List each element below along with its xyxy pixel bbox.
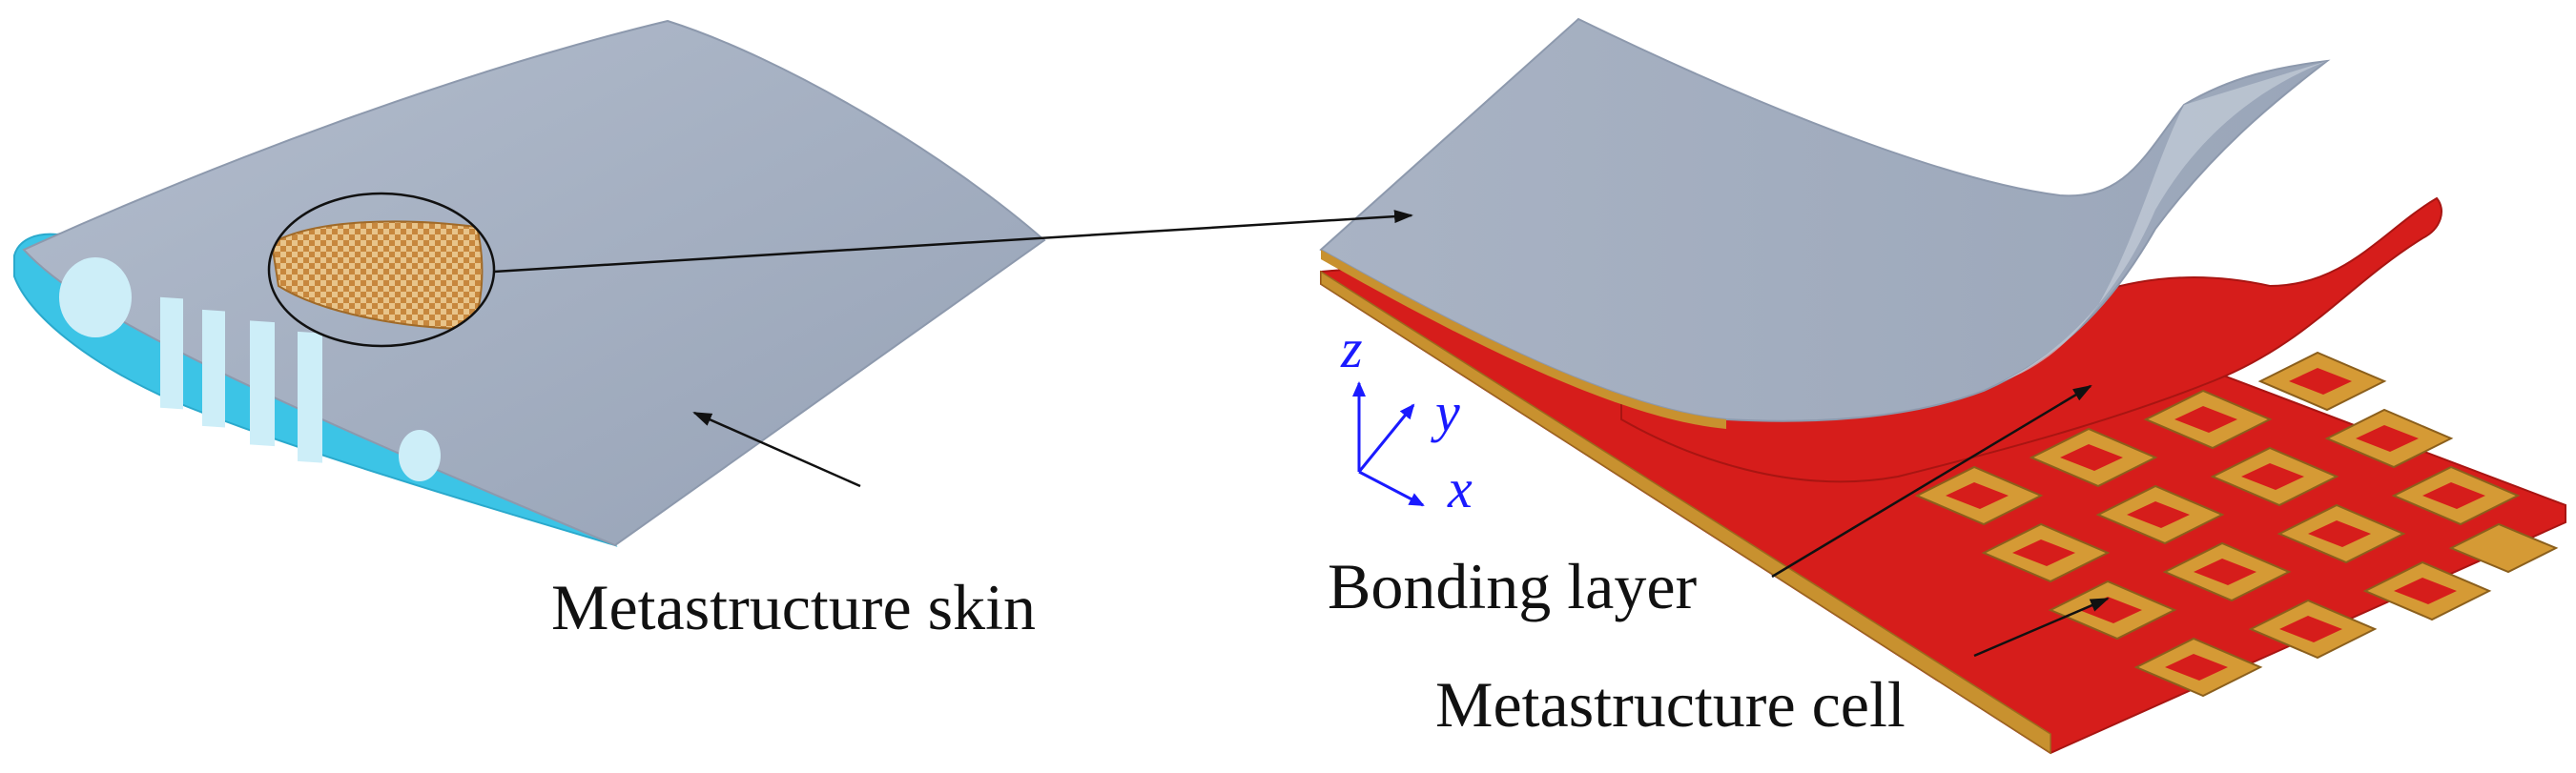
cell-arrow — [1973, 597, 2110, 658]
coordinate-axes: z y x — [1340, 317, 1473, 519]
airfoil-slot-3 — [250, 320, 275, 447]
zoom-circle — [267, 192, 496, 348]
label-bonding-layer: Bonding layer — [1328, 550, 1698, 622]
wing-skin-surface — [22, 19, 1046, 547]
mesh-cutout — [270, 220, 484, 331]
airfoil-slot-4 — [298, 331, 322, 463]
airfoil-hole-rear — [399, 430, 441, 481]
airfoil-hole-front — [59, 257, 132, 337]
wing-model — [13, 19, 1046, 547]
bonding-arrow — [1771, 384, 2092, 579]
airfoil-slot-1 — [160, 296, 183, 410]
layered-panel — [1319, 17, 2566, 755]
leader-arrows — [493, 210, 2110, 658]
label-metastructure-cell: Metastructure cell — [1435, 668, 1906, 741]
axis-label-z: z — [1340, 317, 1363, 379]
skin-arrow — [692, 411, 861, 488]
axis-label-x: x — [1447, 458, 1473, 519]
axis-label-y: y — [1431, 381, 1460, 443]
label-metastructure-skin: Metastructure skin — [551, 571, 1036, 643]
zoom-arrow — [493, 210, 1413, 274]
airfoil-slot-2 — [202, 309, 225, 428]
